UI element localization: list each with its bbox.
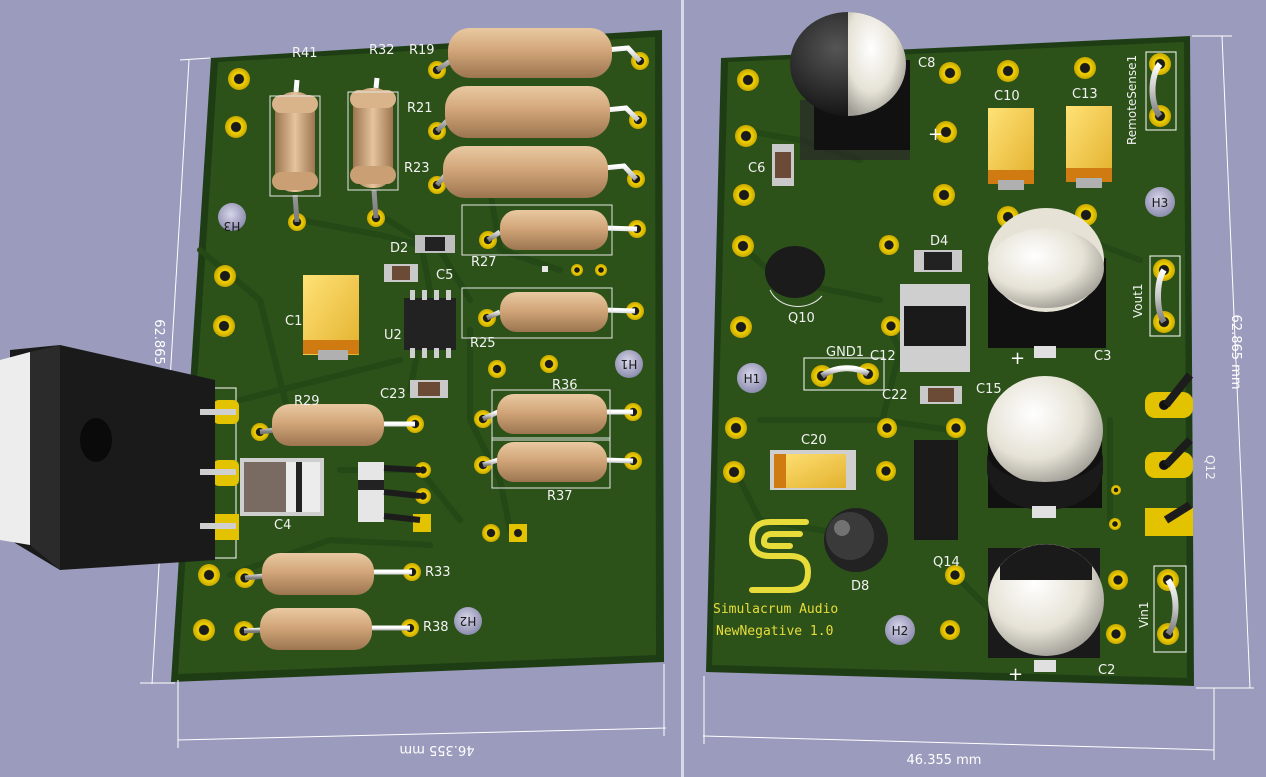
- diode-d4: [914, 250, 962, 272]
- svg-text:+: +: [1010, 348, 1025, 369]
- ref-r25: R25: [470, 336, 496, 351]
- right-h3-label: H3: [1152, 196, 1169, 210]
- left-height-dimension: 62.865: [151, 319, 166, 365]
- brand-line-1: Simulacrum Audio: [713, 602, 838, 617]
- ref-r21: R21: [407, 101, 433, 116]
- right-width-dimension: 46.355 mm: [907, 753, 982, 768]
- ref-vin: Vin1: [1137, 601, 1151, 628]
- capacitor-c15: [987, 376, 1103, 518]
- ref-r36: R36: [552, 378, 578, 393]
- left-board: 46.355 mm 62.865: [0, 28, 667, 757]
- ref-r27: R27: [471, 255, 497, 270]
- right-h1-label: H1: [744, 372, 761, 386]
- resistor-r33: [244, 553, 412, 595]
- capacitor-c13: [1066, 106, 1112, 188]
- ref-q10: Q10: [788, 311, 815, 326]
- svg-text:+: +: [1008, 664, 1023, 685]
- ref-c20: C20: [801, 433, 827, 448]
- ref-r23: R23: [404, 161, 430, 176]
- ref-c8: C8: [918, 56, 935, 71]
- left-silk-outlines: [269, 91, 613, 489]
- right-pads: [723, 57, 1128, 644]
- resistor-r38: [243, 608, 410, 650]
- ref-c22: C22: [882, 388, 908, 403]
- ref-c13: C13: [1072, 87, 1098, 102]
- resistor-r32: [350, 77, 396, 219]
- ref-r41: R41: [292, 46, 318, 61]
- ref-r38: R38: [423, 620, 449, 635]
- remote-sense-jumper: [1145, 51, 1177, 131]
- right-mounting-holes: H3 H1 H2: [737, 187, 1175, 645]
- resistor-r19: [435, 28, 642, 78]
- ref-r37: R37: [547, 489, 573, 504]
- to220-regulator: [0, 345, 239, 570]
- right-height-dimension: 62.865 mm: [1228, 315, 1243, 390]
- ref-gnd: GND1: [826, 345, 864, 360]
- ref-u2: U2: [384, 328, 402, 343]
- capacitor-c10: [988, 108, 1034, 190]
- ref-d2: D2: [390, 241, 408, 256]
- ref-q14: Q14: [933, 555, 960, 570]
- ref-c2: C2: [1098, 663, 1115, 678]
- resistor-r36: [481, 394, 633, 434]
- transistor-q10: [765, 246, 825, 307]
- capacitor-c6: [772, 144, 794, 186]
- right-h2-label: H2: [892, 624, 909, 638]
- capacitor-c2: +: [988, 544, 1104, 685]
- view-divider: [681, 0, 684, 777]
- ref-remote-sense: RemoteSense1: [1125, 55, 1139, 145]
- ref-c4: C4: [274, 518, 291, 533]
- ref-c1: C1: [285, 314, 302, 329]
- ref-d4: D4: [930, 234, 948, 249]
- ref-r19: R19: [409, 43, 435, 58]
- resistor-r23: [435, 146, 638, 198]
- resistor-r21: [435, 86, 640, 138]
- ref-r29: R29: [294, 394, 320, 409]
- svg-text:+: +: [928, 124, 943, 145]
- left-h3-label: H3: [224, 219, 241, 233]
- ref-d8: D8: [851, 579, 869, 594]
- left-mounting-holes: H3 H1 H2: [218, 203, 643, 635]
- ref-r32: R32: [369, 43, 395, 58]
- ref-c3: C3: [1094, 349, 1111, 364]
- left-edge-pads: [193, 52, 649, 641]
- right-board: 46.355 mm 62.865 mm: [702, 12, 1254, 768]
- ref-r33: R33: [425, 565, 451, 580]
- capacitor-c8: +: [790, 12, 943, 160]
- ref-c10: C10: [994, 89, 1020, 104]
- resistor-r25: [485, 292, 636, 332]
- left-h1-label: H1: [621, 357, 638, 371]
- ref-vout: Vout1: [1131, 283, 1145, 318]
- ref-c5: C5: [436, 268, 453, 283]
- resistor-r29: [259, 404, 415, 446]
- ref-c6: C6: [748, 161, 765, 176]
- capacitor-c22: [920, 386, 962, 404]
- simulacrum-logo: [748, 519, 812, 593]
- resistor-r41: [272, 79, 318, 223]
- brand-line-2: NewNegative 1.0: [716, 624, 833, 639]
- resistor-r27: [486, 210, 638, 250]
- smd-parts-left: [240, 235, 548, 523]
- capacitor-c1: [303, 275, 359, 360]
- capacitor-c3: +: [988, 208, 1106, 369]
- gnd-jumper: [803, 357, 885, 391]
- ref-c23: C23: [380, 387, 406, 402]
- vin-jumper: [1153, 565, 1187, 653]
- capacitor-c12: [900, 284, 970, 372]
- ref-c12: C12: [870, 349, 896, 364]
- left-h2-label: H2: [460, 614, 477, 628]
- transistor-q14: [914, 440, 958, 540]
- ref-c15: C15: [976, 382, 1002, 397]
- transistor-q12: [1145, 372, 1194, 536]
- ref-q12: Q12: [1203, 455, 1217, 480]
- led-d8: [824, 508, 888, 572]
- capacitor-c20: [770, 450, 856, 490]
- resistor-r37: [482, 442, 634, 482]
- left-width-dimension: 46.355 mm: [400, 742, 475, 757]
- vout-jumper: [1149, 255, 1181, 337]
